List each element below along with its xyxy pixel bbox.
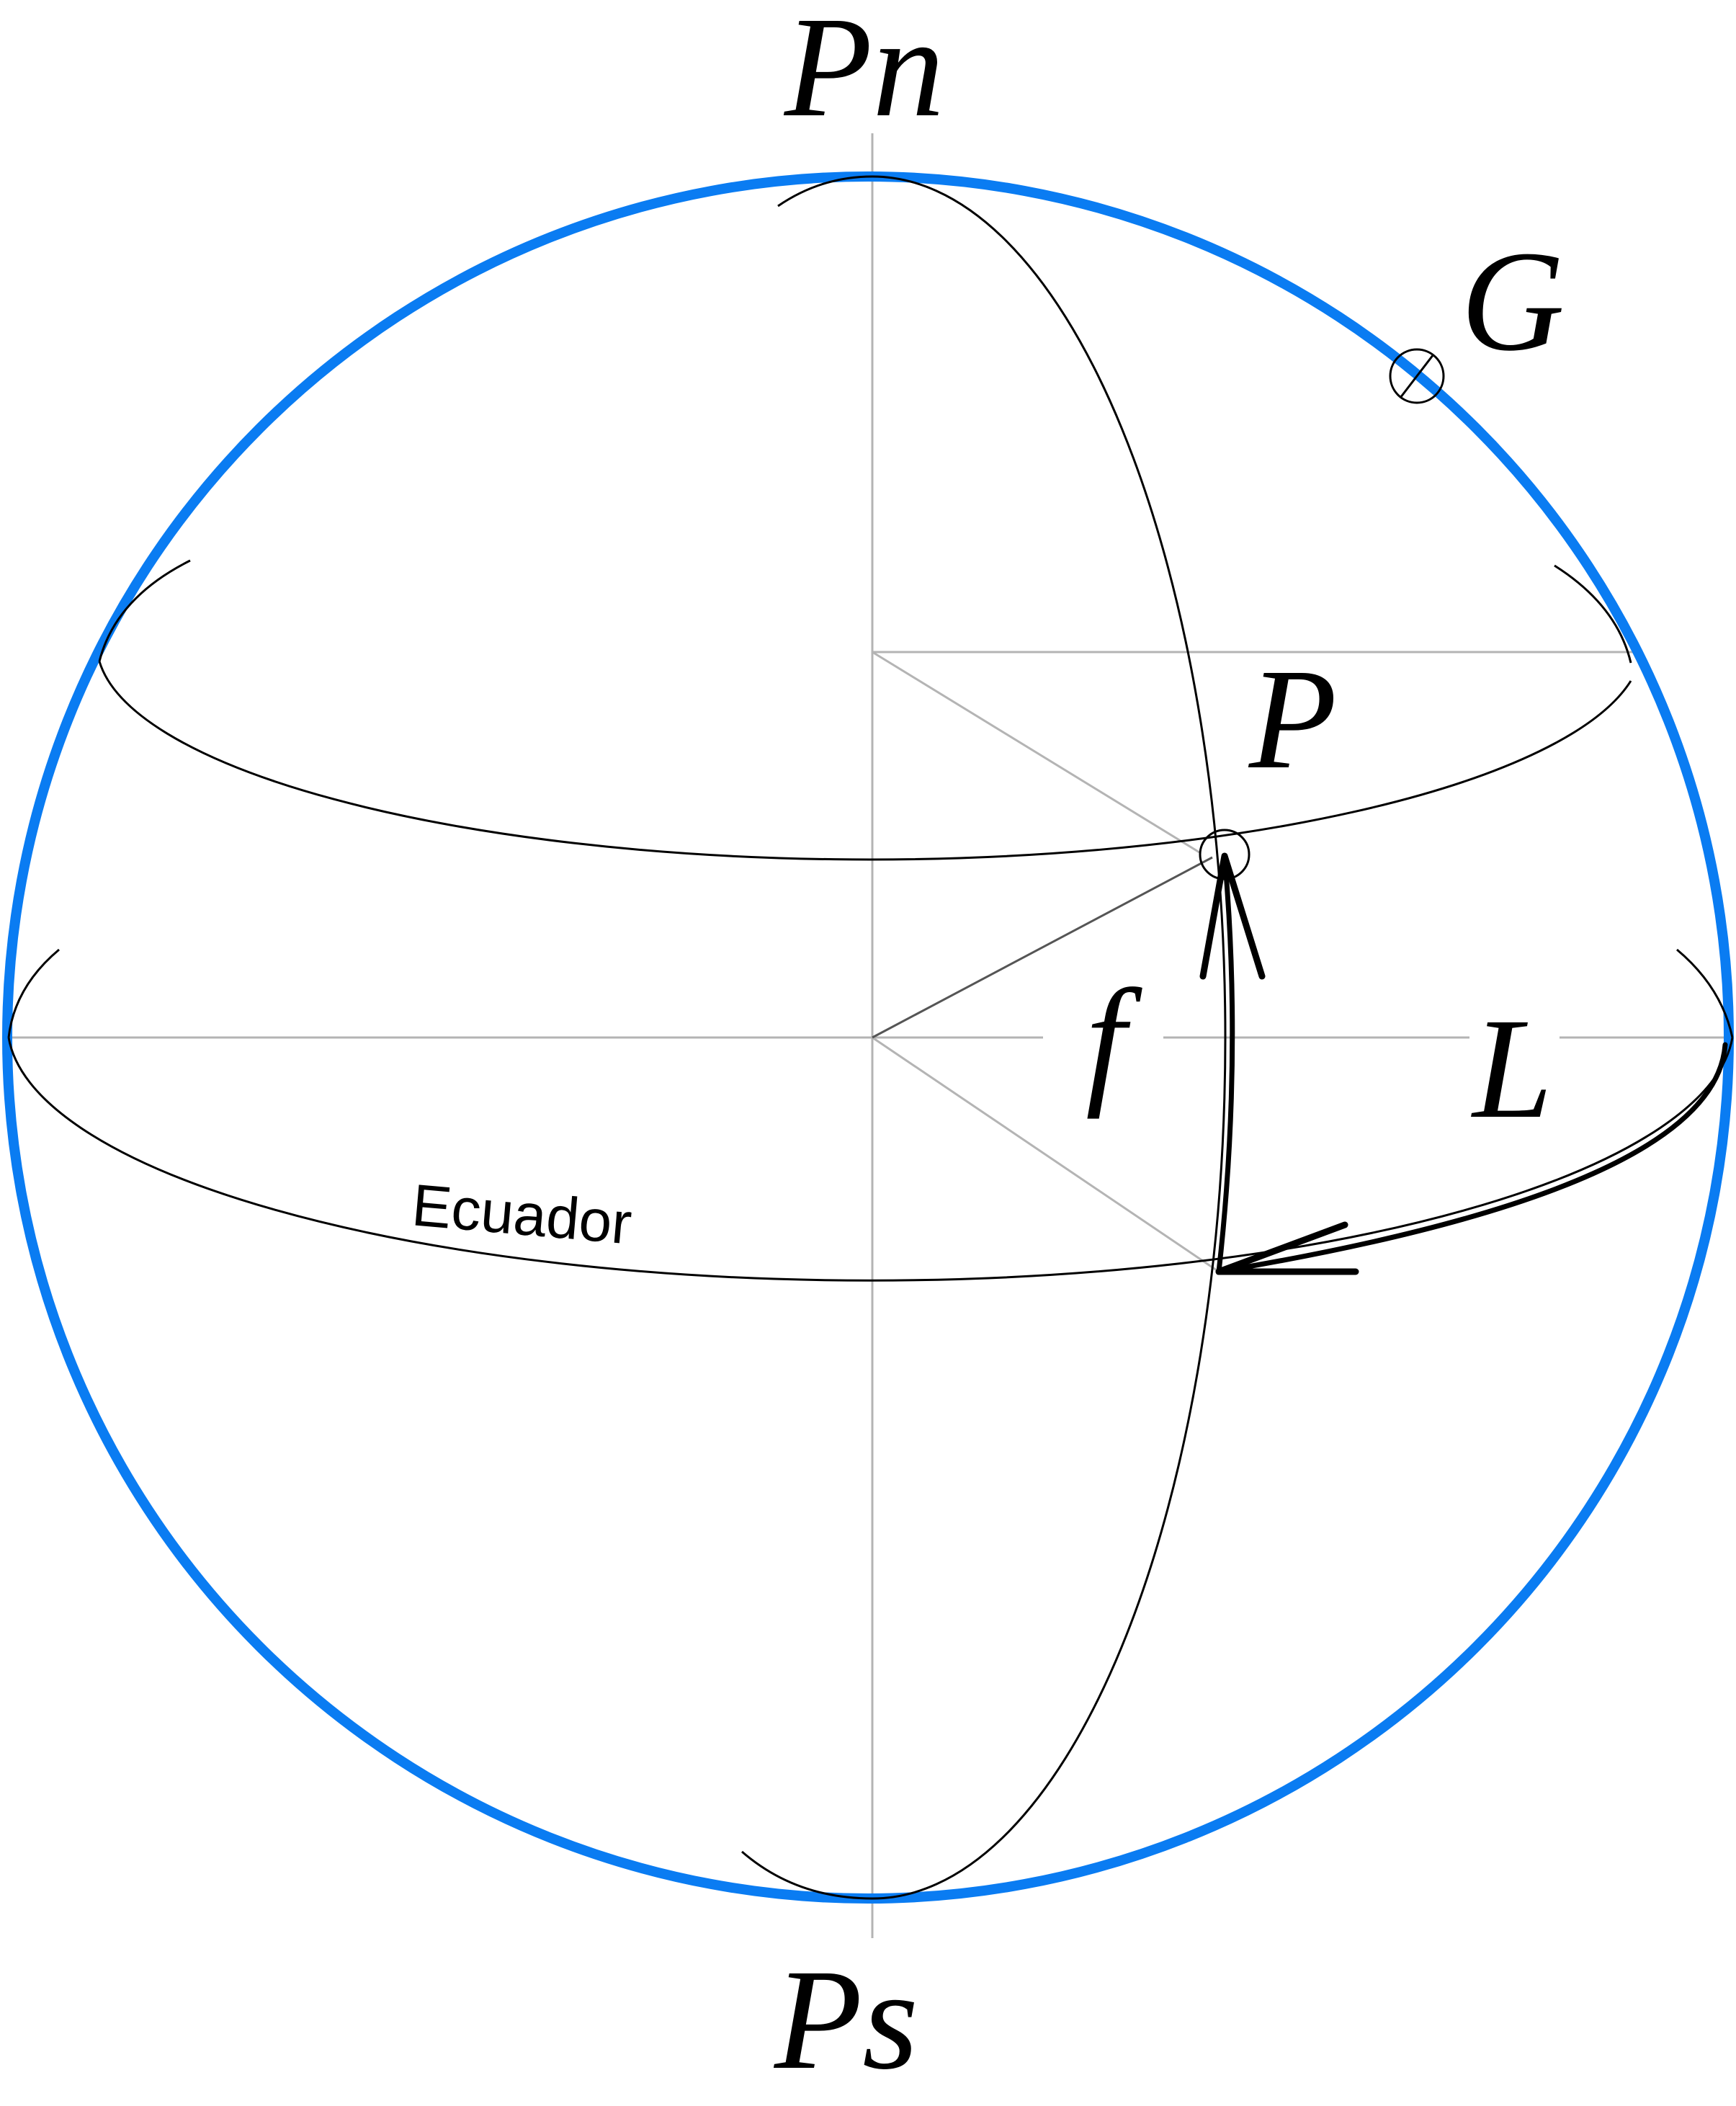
equator-right-cap — [1676, 948, 1734, 1038]
longitude-arc — [1216, 1042, 1728, 1275]
meridian-bottom-cap — [741, 1850, 873, 1900]
guide-lines — [9, 133, 1732, 1938]
greenwich-label: G — [1461, 222, 1565, 381]
center-to-point-radius — [872, 856, 1213, 1039]
meridian-of-point — [872, 175, 1227, 1900]
parallel-left-cap — [98, 559, 191, 662]
equator-left-cap — [7, 948, 60, 1038]
parallel-right-cap — [1554, 564, 1632, 664]
parallel-to-point — [872, 651, 1200, 854]
point-p-marker — [1199, 829, 1250, 880]
greenwich-marker — [1389, 348, 1445, 404]
latitude-label: f — [1086, 960, 1142, 1120]
meridian-top-cap — [777, 175, 873, 208]
center-to-equator-point — [872, 1036, 1220, 1273]
parallel-of-latitude — [98, 661, 1632, 861]
sphere-curves — [7, 175, 1734, 1900]
latitude-arrow — [1199, 852, 1266, 1275]
equator-label: Ecuador — [409, 1172, 634, 1257]
latitude-arrowhead — [1199, 852, 1266, 980]
equator-line — [7, 1037, 1734, 1282]
longitude-label: L — [1470, 989, 1552, 1148]
south-pole-label: Ps — [773, 1940, 918, 2100]
point-label: P — [1248, 640, 1337, 799]
latitude-arc — [1216, 853, 1235, 1275]
north-pole-label: Pn — [783, 0, 944, 147]
